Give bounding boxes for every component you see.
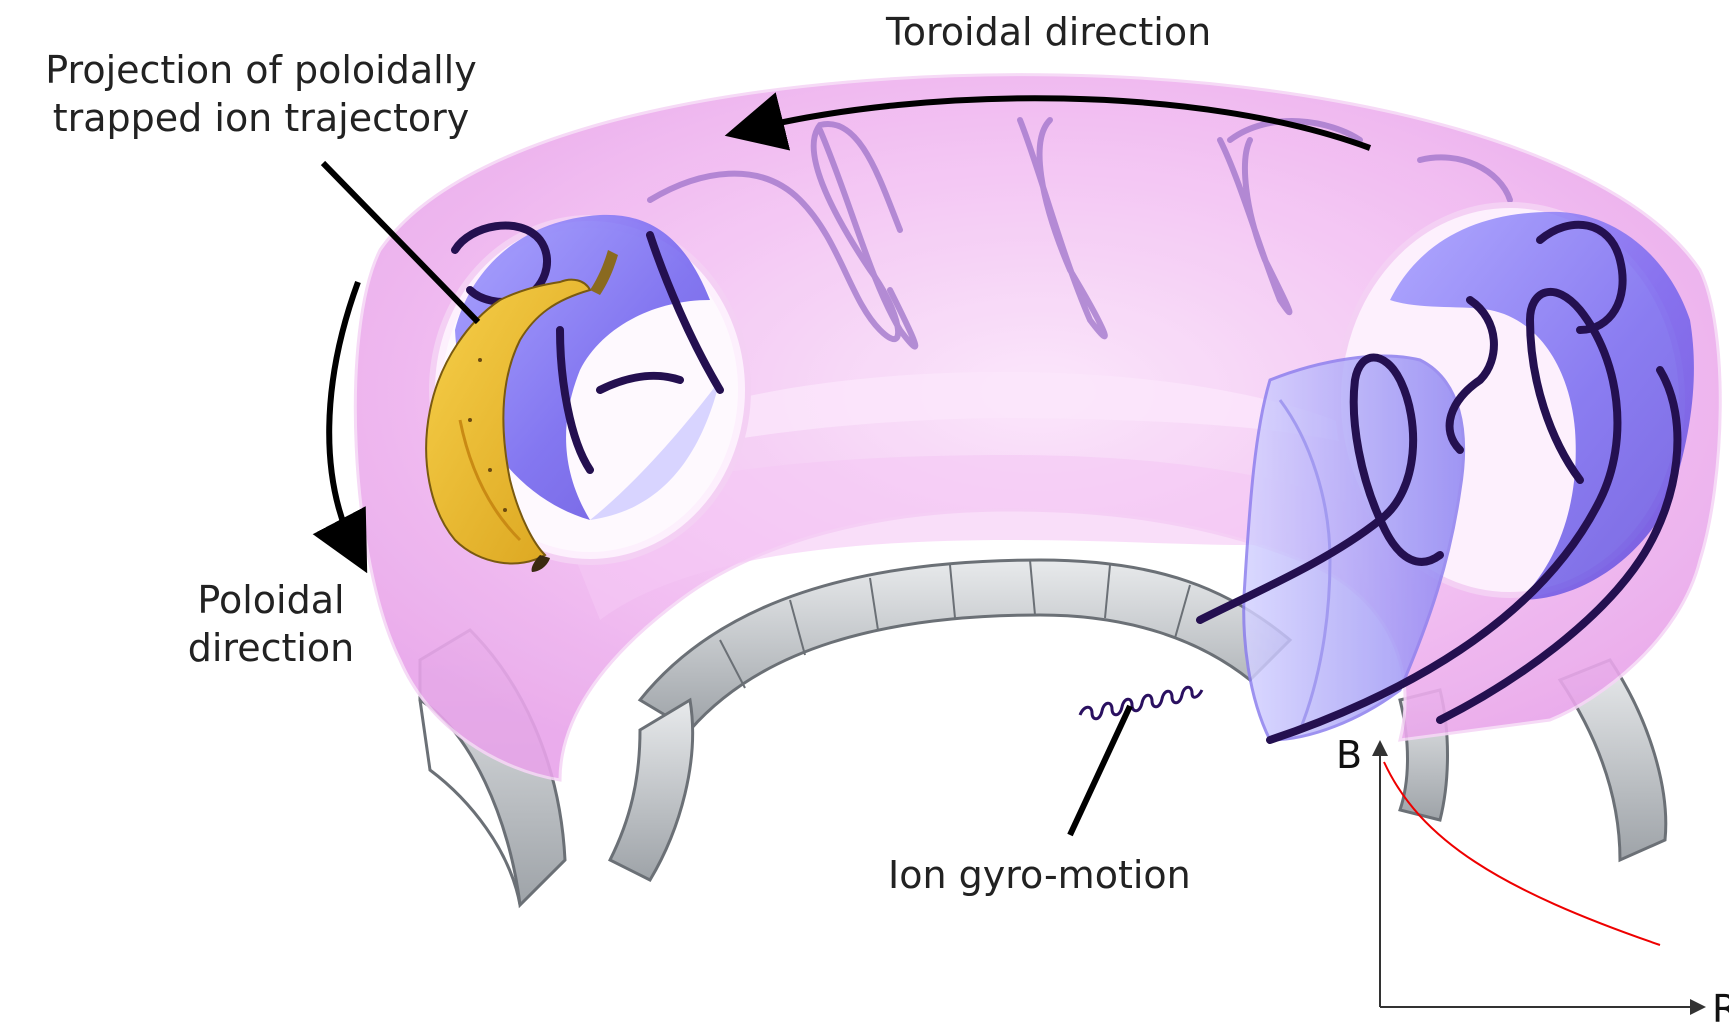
poloidal-arrow	[329, 282, 358, 552]
projection-label-line2: trapped ion trajectory	[12, 94, 510, 142]
gyro-spiral	[1080, 687, 1202, 719]
inset-y-label: B	[1336, 733, 1362, 777]
inset-x-label: R	[1712, 987, 1729, 1025]
toroidal-direction-label: Toroidal direction	[886, 8, 1211, 56]
inset-plot: B R	[1336, 733, 1729, 1025]
poloidal-label-line2: direction	[176, 624, 366, 672]
poloidal-direction-label: Poloidal direction	[176, 576, 366, 672]
gyro-pointer	[1070, 706, 1130, 835]
projection-label: Projection of poloidally trapped ion tra…	[12, 46, 510, 142]
projection-label-line1: Projection of poloidally	[12, 46, 510, 94]
ion-gyro-motion-label: Ion gyro-motion	[888, 851, 1191, 899]
poloidal-label-line1: Poloidal	[176, 576, 366, 624]
